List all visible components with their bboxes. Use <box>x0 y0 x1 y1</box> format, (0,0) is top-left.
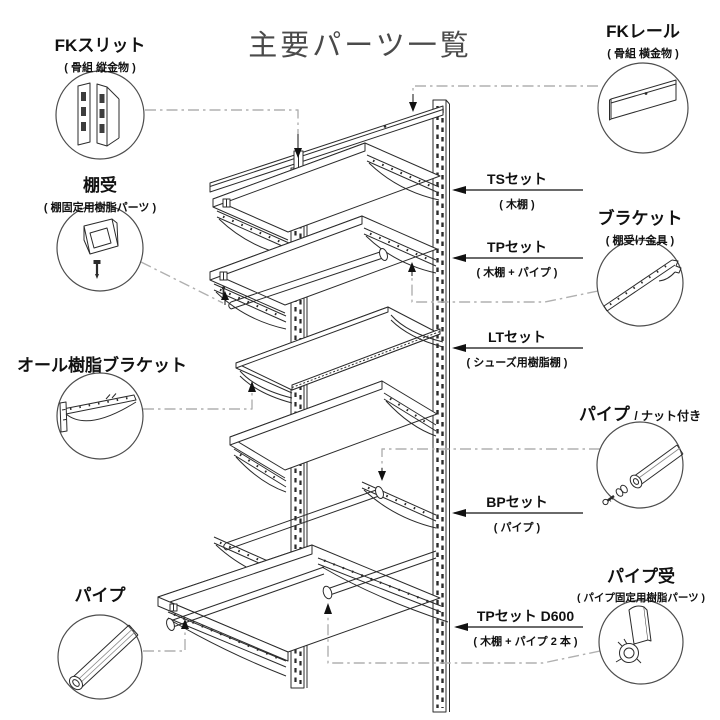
shelf-wood-lower <box>229 380 438 493</box>
callout-fk-slit: FKスリット ( 骨組 縦金物 ) <box>0 36 200 75</box>
leader-bracket <box>411 276 599 303</box>
right-rail <box>432 99 450 713</box>
shelf-tp <box>209 215 438 330</box>
tanauke-label: 棚受 <box>83 176 117 195</box>
callout-pipe: パイプ <box>0 586 200 606</box>
pipe-holder-label: パイプ受 <box>607 567 675 586</box>
leader-pipe-holder <box>327 614 601 664</box>
callout-bracket: ブラケット ( 棚受け金具 ) <box>540 209 720 248</box>
pipe-icon <box>68 624 139 691</box>
leader-pipe-nut <box>381 448 600 468</box>
set-label-ts: TSセット ( 木棚 ) <box>487 171 547 211</box>
leader-fk-rail <box>412 85 598 94</box>
tp-pipe <box>228 248 388 310</box>
pipe-holder-sub: ( パイプ固定用樹脂パーツ ) <box>576 591 706 604</box>
pipe-holder-icon <box>615 605 652 664</box>
bracket-sub: ( 棚受け金具 ) <box>605 234 675 247</box>
set-label-tp: TPセット ( 木棚 + パイプ ) <box>476 239 558 279</box>
all-resin-bracket-label: オール樹脂ブラケット <box>17 356 187 375</box>
bracket-label: ブラケット <box>597 209 683 228</box>
leader-pipe <box>143 630 186 652</box>
shelf-ts <box>212 142 441 257</box>
leader-tanauke <box>140 261 224 304</box>
d600-back-pipe <box>322 550 437 600</box>
leader-all-resin-bracket <box>143 392 253 410</box>
fk-rail-sub: ( 骨組 横金物 ) <box>607 47 679 60</box>
fk-rail-top <box>209 105 444 193</box>
d600-front-pipe <box>166 566 325 631</box>
bp-pipe-assembly <box>213 481 437 584</box>
fk-slit-sub: ( 骨組 縦金物 ) <box>64 61 136 74</box>
fk-rail-label: FKレール <box>606 22 680 41</box>
slotted-bracket-arm-icon <box>603 259 682 312</box>
set-label-tp-d600: TPセット D600 ( 木棚 + パイプ 2 本 ) <box>473 608 578 648</box>
shelf-tp-d600 <box>157 544 449 677</box>
leader-arrows <box>181 94 417 629</box>
leader-fk-slit <box>145 109 299 134</box>
leader-lines <box>140 85 601 664</box>
tanauke-sub: ( 棚固定用樹脂パーツ ) <box>43 201 157 214</box>
callout-pipe-holder: パイプ受 ( パイプ固定用樹脂パーツ ) <box>541 567 720 605</box>
resin-bracket-arm-icon <box>59 393 137 433</box>
shelf-lt <box>235 306 444 404</box>
bp-pipe <box>223 486 384 551</box>
fk-slit-label: FKスリット <box>54 36 146 55</box>
callout-fk-rail: FKレール ( 骨組 横金物 ) <box>543 22 720 61</box>
callout-pipe-nut: パイプ / ナット付き <box>540 405 720 425</box>
page-title: 主要パーツ一覧 <box>248 30 472 62</box>
callout-all-resin-bracket: オール樹脂ブラケット <box>0 356 212 376</box>
shelf-clamp-icon <box>83 218 119 279</box>
pipe-nut-sub: / ナット付き <box>634 409 702 423</box>
set-arrows <box>452 186 583 631</box>
pipe-with-nut-icon <box>602 444 684 506</box>
pipe-nut-label: パイプ <box>578 405 630 424</box>
horizontal-rail-icon <box>609 79 677 121</box>
callout-tanauke: 棚受 ( 棚固定用樹脂パーツ ) <box>0 176 200 215</box>
slotted-upright-icon <box>77 82 120 147</box>
set-label-lt: LTセット ( シューズ用樹脂棚 ) <box>466 329 568 369</box>
pipe-label: パイプ <box>74 586 126 605</box>
set-label-bp: BPセット ( パイプ ) <box>486 494 548 534</box>
